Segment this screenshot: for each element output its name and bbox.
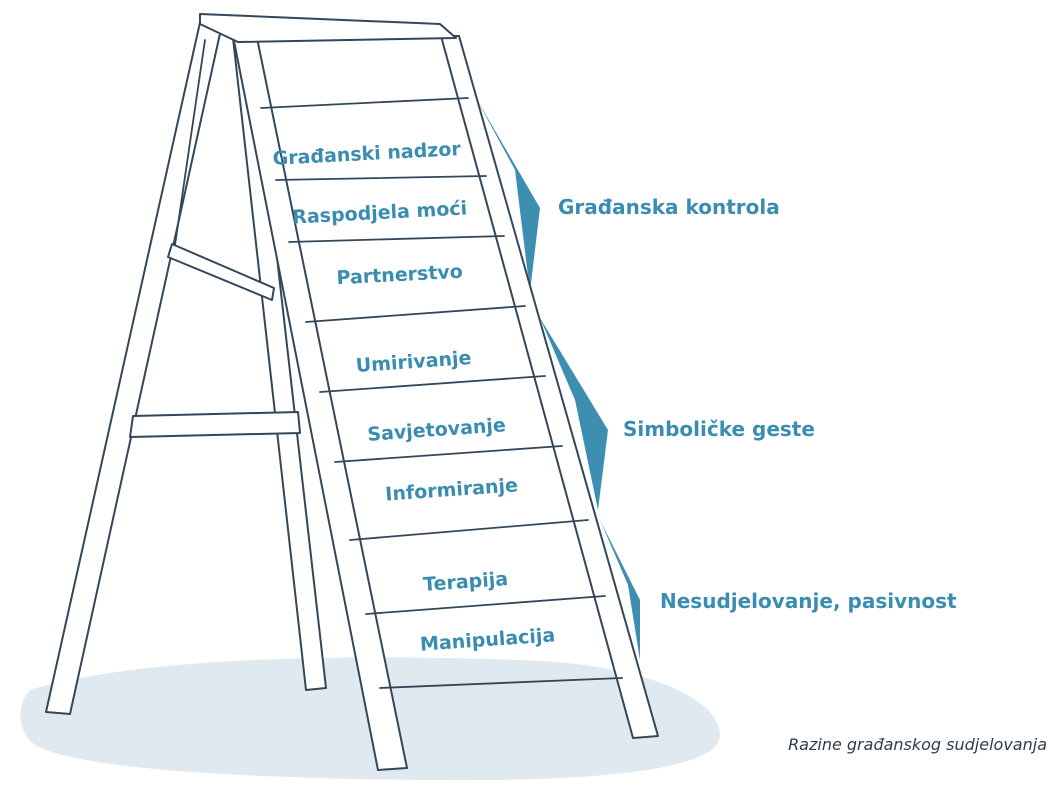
- bracket-civic-control: [476, 98, 540, 292]
- back-left-leg: [45, 17, 224, 715]
- rung-label-citizen-control: Građanski nadzor: [272, 138, 462, 170]
- rung-lines: [260, 97, 623, 689]
- bracket-nonparticipation: [600, 520, 640, 660]
- rung-label-manipulation: Manipulacija: [419, 624, 556, 655]
- rung-label-placation: Umirivanje: [355, 347, 472, 377]
- group-label-nonparticipation: Nesudjelovanje, pasivnost: [660, 589, 957, 613]
- group-label-tokenism: Simboličke geste: [623, 417, 815, 441]
- back-brace-lower: [129, 411, 301, 438]
- group-label-civic-control: Građanska kontrola: [558, 195, 780, 219]
- rung-label-delegated-power: Raspodjela moći: [292, 197, 468, 228]
- rung-label-informing: Informiranje: [385, 474, 519, 505]
- rung-label-therapy: Terapija: [422, 568, 508, 596]
- diagram-caption: Razine građanskog sudjelovanja: [788, 735, 1047, 754]
- ladder-top: [199, 13, 457, 43]
- rung-label-consultation: Savjetovanje: [367, 414, 507, 446]
- bracket-tokenism: [540, 318, 608, 510]
- rung-label-partnership: Partnerstvo: [336, 261, 463, 290]
- back-brace-upper: [167, 243, 275, 301]
- back-left-leg-edge: [174, 39, 206, 246]
